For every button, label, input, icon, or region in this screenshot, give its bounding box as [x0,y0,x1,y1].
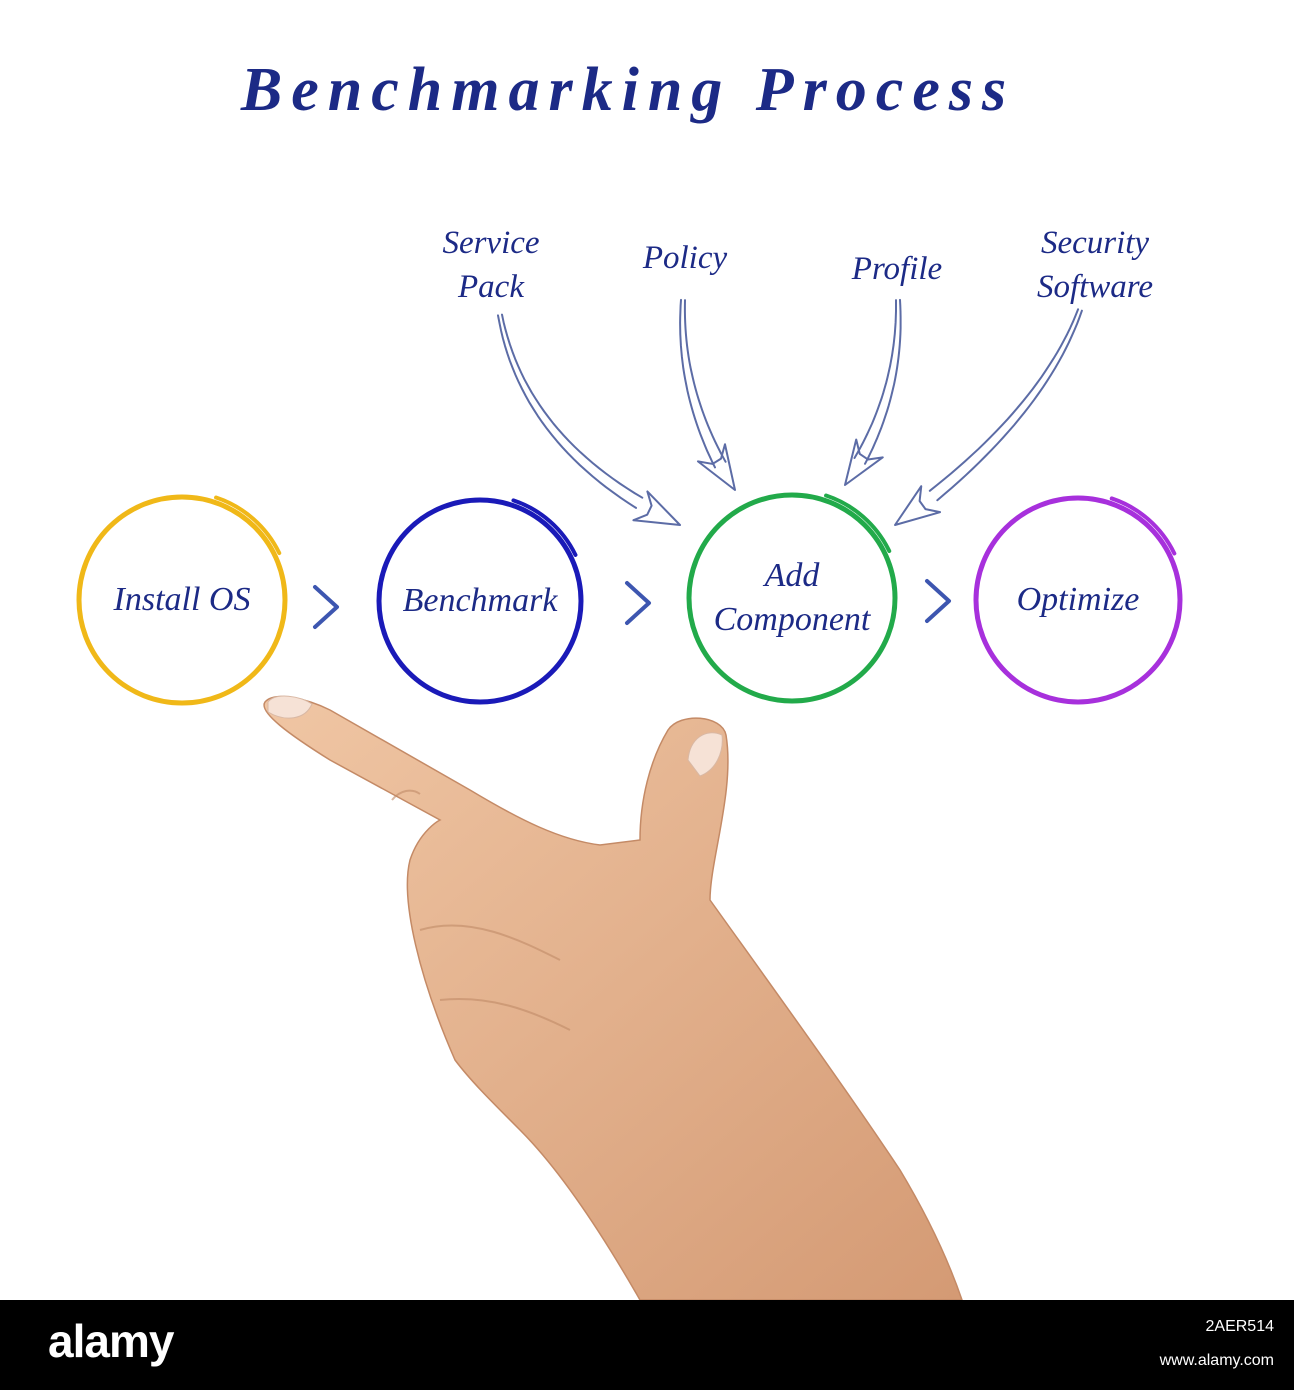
process-step: Install OS [76,494,288,706]
input-label: Pack [457,269,525,305]
watermark-logo: alamy [48,1315,174,1367]
input-label: Software [1037,269,1153,305]
watermark-url: www.alamy.com [1159,1352,1274,1369]
step-circle-stroke-tail [824,493,892,554]
step-chevrons [313,579,951,629]
input-label: Policy [642,240,728,276]
hand-crease [419,924,561,961]
input-arrows [497,298,1083,526]
chevron-right-icon [625,581,651,625]
step-circle [973,495,1183,705]
step-label: Component [714,601,872,638]
step-circle-stroke-tail [511,498,578,557]
chevron-right-icon [313,585,339,629]
pointing-hand-image [263,695,963,1300]
step-circle-stroke-tail [214,495,282,556]
step-label: Add [763,557,821,594]
watermark-image-id: 2AER514 [1205,1318,1275,1335]
step-circle [686,492,898,704]
process-step: Benchmark [376,497,584,705]
input-arrow [679,298,736,491]
step-circle [376,497,584,705]
input-label: Security [1041,225,1149,261]
thumb-nail [687,732,723,777]
input-label: Profile [851,251,942,287]
input-arrow [844,298,902,486]
input-arrow [497,313,681,526]
step-circle [76,494,288,706]
hand-silhouette [263,695,963,1300]
process-step: Optimize [973,495,1183,705]
index-fingernail [267,695,313,719]
step-label: Benchmark [403,582,559,619]
diagram-title: Benchmarking Process [240,56,1015,124]
hand-crease [439,998,571,1031]
step-label: Install OS [113,581,251,618]
step-circle-stroke-tail [1109,496,1177,556]
chevron-right-icon [925,579,951,623]
input-arrow [894,308,1083,526]
step-label: Optimize [1017,581,1140,618]
input-label: Service [442,225,539,261]
watermark-bar: alamy 2AER514 www.alamy.com [0,1300,1294,1390]
hand-crease [391,789,421,801]
